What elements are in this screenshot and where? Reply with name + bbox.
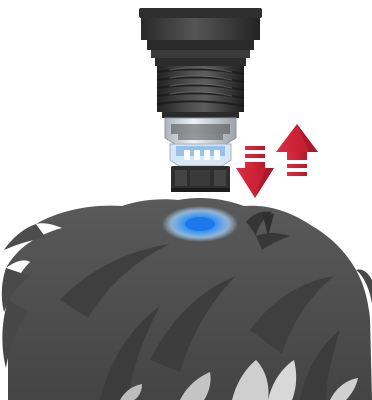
arrow-up-icon	[276, 124, 318, 176]
blue-light-spot-icon	[162, 206, 238, 242]
arrow-down-icon	[236, 146, 274, 198]
massage-device-head-icon	[139, 8, 262, 192]
